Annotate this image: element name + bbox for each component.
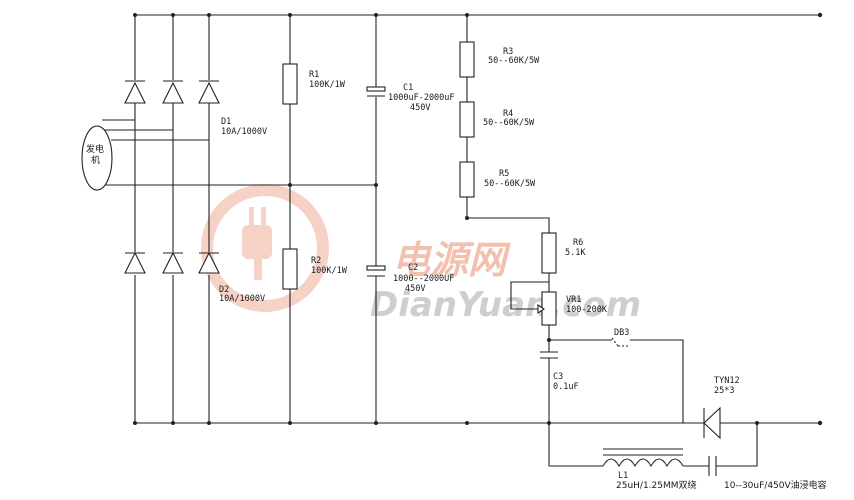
c2-name: C2 (408, 263, 418, 273)
plug-icon (242, 207, 272, 280)
r1-value: 100K/1W (309, 80, 346, 90)
junction (465, 421, 469, 425)
inductor-l1-core (603, 448, 683, 456)
c1-name: C1 (403, 83, 413, 93)
bleeder-chain-wire (466, 15, 550, 233)
watermark-cn: 电源网 (392, 238, 511, 282)
r6-name: R6 (573, 238, 583, 248)
r5-name: R5 (499, 169, 509, 179)
bridge-rectifier (124, 15, 220, 423)
output-cap-value: 10--30uF/450V油浸电容 (724, 479, 827, 491)
l1-name: L1 (618, 471, 628, 481)
vr1-wiper-wire (510, 281, 549, 310)
c2-voltage: 450V (405, 284, 425, 294)
resistor-r1 (282, 63, 298, 105)
d2-rating: 10A/1000V (219, 294, 265, 304)
r5-value: 50--60K/5W (484, 179, 536, 189)
watermark-en: DianYuan.com (370, 285, 641, 325)
generator: 发电 机 (81, 119, 209, 191)
capacitor-c2 (366, 265, 386, 271)
r3-value: 50--60K/5W (488, 56, 540, 66)
resistor-r3 (459, 41, 475, 78)
vr1-wiper-arrow (537, 303, 545, 315)
r4-value: 50--60K/5W (483, 118, 535, 128)
watermark-ring (201, 184, 329, 312)
r4-name: R4 (503, 109, 513, 119)
resistor-r5 (459, 161, 475, 198)
resistor-r6 (541, 232, 557, 274)
output-cap-wire (716, 423, 758, 467)
watermark: 电源网 DianYuan.com (201, 184, 641, 325)
vr1-value: 100-200K (566, 305, 608, 315)
capacitor-output (708, 456, 717, 476)
generator-label-2: 机 (91, 154, 100, 166)
d1-rating: 10A/1000V (221, 127, 267, 137)
inductor-l1 (602, 458, 684, 468)
d1-name: D1 (221, 117, 231, 127)
c1-value: 1000uF-2000uF (388, 93, 455, 103)
c3-name: C3 (553, 372, 563, 382)
db3-wire-right (630, 339, 704, 424)
vr1-name: VR1 (566, 295, 581, 305)
resistor-r2 (282, 248, 298, 290)
r3-name: R3 (503, 47, 513, 57)
l1-value: 25uH/1.25MM双绕 (616, 479, 697, 491)
db3-name: DB3 (614, 328, 629, 338)
d2-name: D2 (219, 285, 229, 295)
generator-label-1: 发电 (86, 143, 104, 155)
c3-value: 0.1uF (553, 382, 579, 392)
generator-symbol (81, 125, 113, 191)
capacitor-c3 (540, 351, 558, 359)
thyristor-tyn12 (703, 406, 757, 440)
l1-wire-left (548, 423, 603, 467)
r6-value: 5.1K (565, 248, 586, 258)
r1-name: R1 (309, 70, 319, 80)
capacitor-c1 (366, 86, 386, 92)
r2-value: 100K/1W (311, 266, 348, 276)
c1-voltage: 450V (410, 103, 430, 113)
c2-value: 1000--2000UF (393, 274, 454, 284)
diac-db3 (611, 337, 630, 347)
junction (465, 216, 469, 220)
r2-name: R2 (311, 256, 321, 266)
terminal-top (817, 12, 823, 18)
resistor-r4 (459, 101, 475, 138)
terminal-bottom (817, 420, 823, 426)
tyn12-value: 25*3 (714, 386, 734, 396)
tyn12-name: TYN12 (714, 376, 740, 386)
